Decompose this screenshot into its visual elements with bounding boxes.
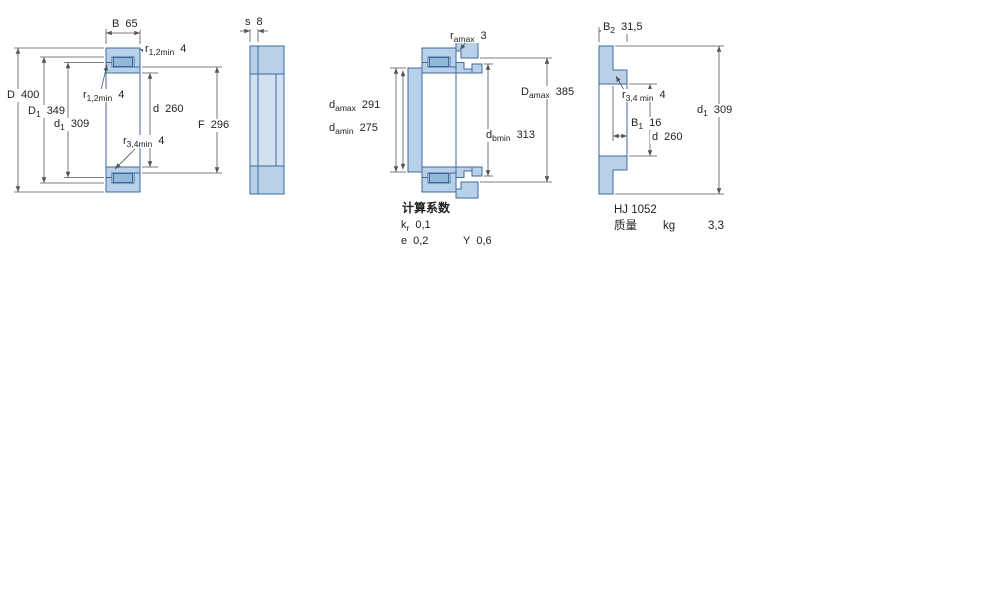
side-section-view (249, 45, 285, 195)
hj-ring-top (455, 62, 473, 74)
abutment-collar-bottom (471, 166, 483, 177)
abutment-collar-top (471, 63, 483, 74)
housing-shoulder-top (455, 41, 479, 59)
mounting-view (407, 41, 483, 199)
front-section-view (105, 47, 141, 193)
hj-section-top (598, 45, 628, 85)
hj-ring-view (598, 45, 628, 195)
mounting-dimension-lines (390, 41, 552, 183)
roller-bottom (429, 173, 449, 183)
roller-top (429, 57, 449, 67)
roller-top (113, 57, 133, 67)
side-section-dimension-lines (240, 27, 268, 42)
front-section-dimension-lines (14, 29, 222, 193)
roller-bottom (113, 173, 133, 183)
hj-ring-bottom (455, 166, 473, 178)
housing-shoulder-bottom (455, 181, 479, 199)
hj-section-bottom (598, 155, 628, 195)
shaft-shoulder (407, 67, 423, 173)
